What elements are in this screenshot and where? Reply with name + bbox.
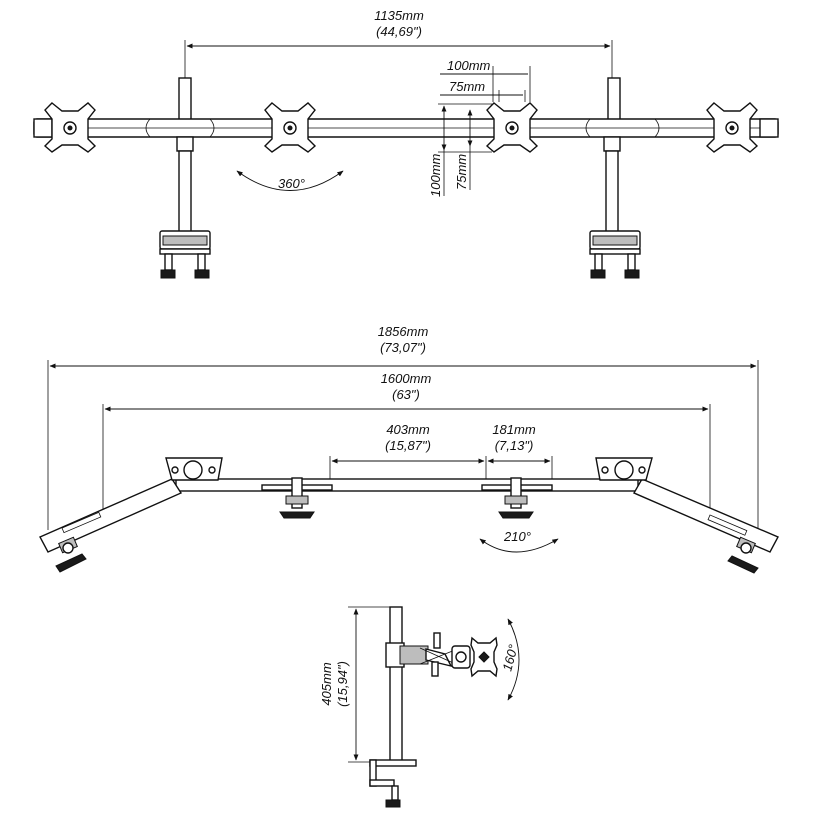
side-desk-clamp <box>369 759 417 808</box>
arm-length-mm: 403mm <box>386 422 430 437</box>
top-mount-head-right <box>481 477 553 519</box>
side-vesa-plate <box>470 636 498 678</box>
vesa-plate-2 <box>263 102 317 153</box>
top-left-pole-housing <box>165 457 223 481</box>
top-right-pole-housing <box>595 457 653 481</box>
total-span-mm: 1856mm <box>378 324 429 339</box>
rotation-label: 360° <box>278 176 305 191</box>
top-left-arm <box>39 478 183 553</box>
mount-span-mm: 1600mm <box>381 371 432 386</box>
vesa-plate-3 <box>485 102 539 153</box>
top-mount-head-far-right <box>727 536 759 574</box>
mount-width-inch: (7,13") <box>495 438 534 453</box>
arm-length-inch: (15,87") <box>385 438 431 453</box>
tilt-label: 160° <box>499 643 520 673</box>
right-pole-collar <box>603 136 621 152</box>
pole-height-inch: (15,94") <box>335 661 350 707</box>
mount-span-inch: (63") <box>392 387 420 402</box>
pole-height-mm: 405mm <box>319 662 334 706</box>
top-crossbar <box>175 478 639 492</box>
mount-width-mm: 181mm <box>492 422 536 437</box>
left-desk-clamp <box>159 230 211 279</box>
side-pole <box>389 606 403 763</box>
tilt-arc <box>507 618 520 701</box>
vesa-vertical-100-label: 100mm <box>428 153 443 197</box>
top-mount-head-left <box>261 477 333 519</box>
bar-end-left <box>33 118 53 138</box>
left-pole-collar <box>176 136 194 152</box>
vesa-horizontal-100-label: 100mm <box>447 58 491 73</box>
top-view: 1856mm (73,07") 1600mm (63") 403mm (15,8… <box>39 324 779 574</box>
side-view: 405mm (15,94") 160° <box>319 606 521 808</box>
vesa-plate-4 <box>705 102 759 153</box>
top-mount-head-far-left <box>55 536 87 573</box>
front-width-inch: (44,69") <box>376 24 422 39</box>
front-view: 1135mm (44,69") <box>33 8 779 279</box>
front-width-mm: 1135mm <box>374 8 424 23</box>
swivel-label: 210° <box>503 529 531 544</box>
vesa-plate-1 <box>43 102 97 153</box>
vesa-horizontal-75-label: 75mm <box>449 79 485 94</box>
left-pole <box>178 150 192 234</box>
total-span-inch: (73,07") <box>380 340 426 355</box>
right-desk-clamp <box>589 230 641 279</box>
vesa-vertical-75-label: 75mm <box>454 154 469 190</box>
right-pole <box>605 150 619 234</box>
swivel-arc <box>479 538 559 553</box>
right-pole-top <box>607 77 621 121</box>
side-arm-assembly <box>385 632 471 677</box>
top-right-arm <box>633 478 779 553</box>
rotation-arc <box>236 170 344 191</box>
left-pole-top <box>178 77 192 121</box>
bar-end-right <box>759 118 779 138</box>
